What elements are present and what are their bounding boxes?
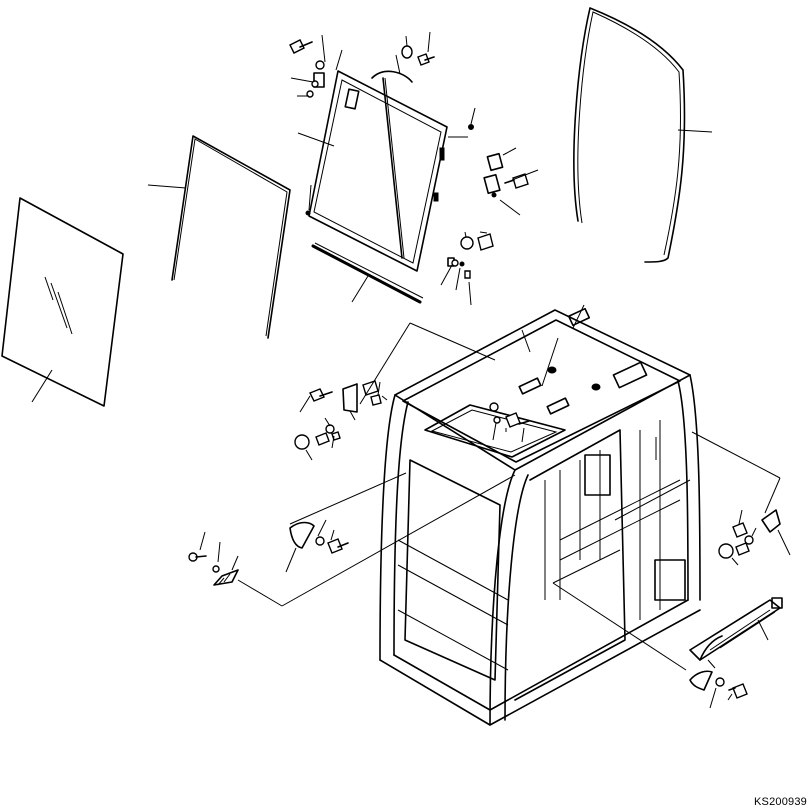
bottom-right-cover [553,550,782,708]
roof-left-bracket [295,323,495,460]
door-seal-rubber [574,8,712,262]
door-lock-hardware [469,108,539,215]
glass-seal-strip [148,136,290,338]
cab-frame [380,305,700,725]
drawing-number-label: KS200939 [754,796,807,808]
frame-pin [306,185,311,215]
rubber-weather-strip [313,243,423,302]
front-lower-fasteners [189,473,515,606]
window-frame-assembly [290,32,468,271]
roof-center-bolts [490,403,529,442]
front-glass-panel [2,198,123,406]
rear-right-fasteners [692,432,790,565]
frame-bottom-fasteners [441,232,493,305]
